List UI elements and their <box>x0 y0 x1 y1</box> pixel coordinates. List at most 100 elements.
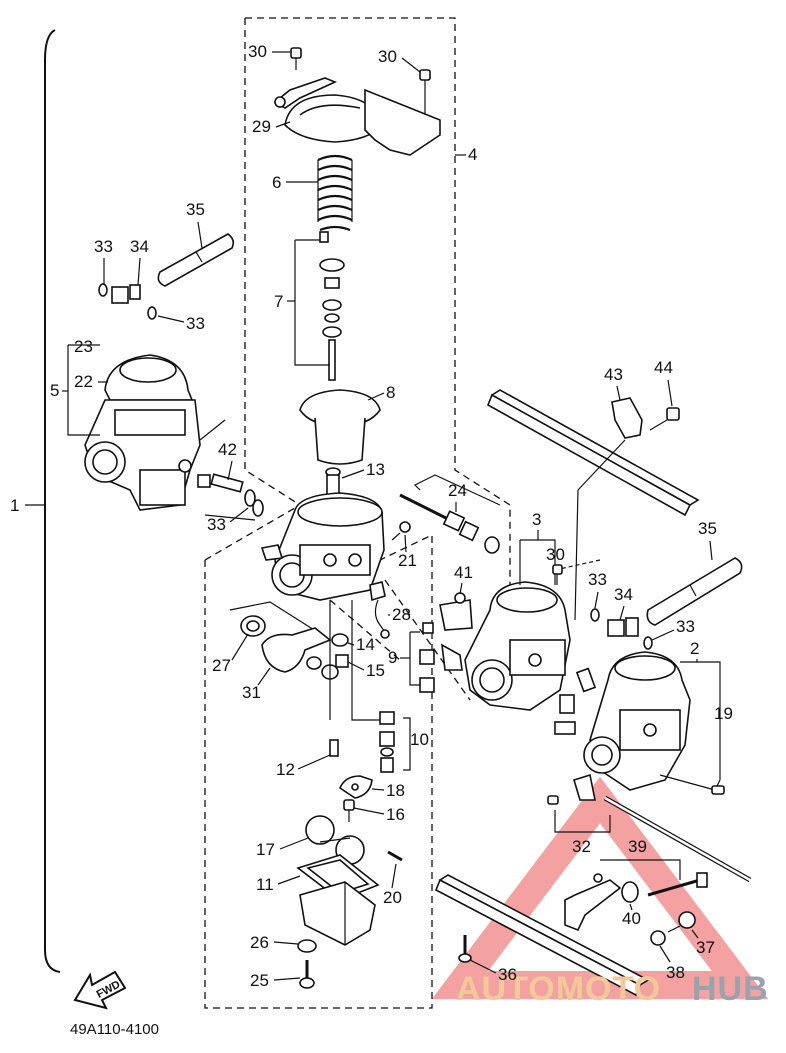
jets-10 <box>379 711 395 773</box>
float-bowl <box>299 881 376 946</box>
stay-bar-bottom <box>434 874 650 997</box>
callout-17: 17 <box>256 840 275 859</box>
callout-8: 8 <box>386 383 395 402</box>
stay-bar-top <box>486 389 700 517</box>
callout-26: 26 <box>250 933 269 952</box>
dashed-outline-lower <box>204 504 433 1009</box>
callout-16: 16 <box>386 805 405 824</box>
carburetor-right-2 <box>583 651 691 791</box>
callout-41: 41 <box>454 563 473 582</box>
main-carburetor-body <box>260 492 385 601</box>
callout-13: 13 <box>366 460 385 479</box>
callout-18: 18 <box>386 781 405 800</box>
callout-11: 11 <box>256 875 274 894</box>
float-needle-14 <box>331 633 349 647</box>
callout-30a: 30 <box>248 42 267 61</box>
clamp-43 <box>611 397 643 439</box>
callout-12: 12 <box>276 760 295 779</box>
screw-16 <box>343 799 355 822</box>
callout-30b: 30 <box>378 47 397 66</box>
lever-31 <box>261 627 332 673</box>
link-39-40 <box>564 872 708 932</box>
jet-needle-set-7 <box>319 231 345 381</box>
joint-34-left <box>98 283 157 320</box>
screw-30-center <box>552 564 563 585</box>
callout-40: 40 <box>622 909 641 928</box>
screw-30-top-left <box>290 47 302 70</box>
watermark-part1: AUTOMOTO <box>456 970 661 1008</box>
cable-bracket-right <box>364 69 441 156</box>
callout-38: 38 <box>666 963 685 982</box>
plate-18 <box>339 775 373 799</box>
pilot-screw-24 <box>399 493 500 554</box>
screw-36 <box>458 935 472 963</box>
callout-5: 5 <box>50 381 59 400</box>
link-27 <box>229 601 331 641</box>
callout-21: 21 <box>398 551 417 570</box>
dashed-outline-4 <box>244 17 511 590</box>
callout-2: 2 <box>690 639 699 658</box>
callout-33b: 33 <box>186 314 205 333</box>
callout-6: 6 <box>272 173 281 192</box>
screw-21 <box>391 521 411 541</box>
joint-34-right <box>590 608 653 650</box>
callout-30c: 30 <box>546 545 565 564</box>
hose-35-left <box>157 233 235 287</box>
callout-39: 39 <box>628 837 647 856</box>
callout-1: 1 <box>10 496 19 515</box>
callout-34a: 34 <box>130 237 149 256</box>
callout-20: 20 <box>383 888 402 907</box>
callout-19: 19 <box>714 704 733 723</box>
callout-28: 28 <box>392 605 411 624</box>
nut-38 <box>650 930 666 946</box>
fwd-arrow: FWD <box>73 970 127 1010</box>
callout-35a: 35 <box>186 200 205 219</box>
callout-24: 24 <box>448 481 467 500</box>
callout-43: 43 <box>604 365 623 384</box>
callout-10: 10 <box>410 730 429 749</box>
callout-27: 27 <box>212 656 231 675</box>
callout-35b: 35 <box>698 519 717 538</box>
callout-34b: 34 <box>614 585 633 604</box>
watermark-part2: HUB <box>692 970 769 1008</box>
callouts: 30 30 29 4 6 35 33 34 33 7 23 5 22 8 43 … <box>10 42 733 990</box>
screw-19 <box>711 785 725 795</box>
fuel-joint-42 <box>197 473 244 493</box>
diagram-code: 49A110-4100 <box>70 1021 159 1038</box>
bracket-32 <box>547 773 596 805</box>
callout-22: 22 <box>74 372 93 391</box>
rod-long <box>603 795 752 883</box>
bolt-37 <box>667 911 696 933</box>
callout-7: 7 <box>274 292 283 311</box>
spring-6 <box>317 154 353 232</box>
pin-20 <box>387 850 403 862</box>
callout-32: 32 <box>572 837 591 856</box>
assembly-bracket-1 <box>44 29 61 973</box>
fitting-41 <box>439 592 473 631</box>
carburetor-left-5 <box>84 354 201 511</box>
screw-12 <box>329 739 339 757</box>
callout-37: 37 <box>696 938 715 957</box>
nut-26 <box>297 939 317 953</box>
callout-14: 14 <box>356 635 375 654</box>
callout-33a: 33 <box>94 237 113 256</box>
lead-28 <box>369 581 390 639</box>
hose-35-right <box>646 557 743 626</box>
callout-33e: 33 <box>676 617 695 636</box>
callout-36: 36 <box>498 965 517 984</box>
jet-15 <box>306 654 349 680</box>
callout-23: 23 <box>74 337 93 356</box>
jets-9 <box>419 622 463 693</box>
callout-44: 44 <box>654 358 673 377</box>
callout-33d: 33 <box>588 570 607 589</box>
carburetor-center-3 <box>464 581 571 711</box>
callout-42: 42 <box>218 440 237 459</box>
callout-3: 3 <box>532 510 541 529</box>
callout-15: 15 <box>366 661 385 680</box>
bolt-44 <box>649 407 680 431</box>
watermark-triangle <box>431 776 769 999</box>
screw-25 <box>299 960 315 989</box>
callout-25: 25 <box>250 971 269 990</box>
vacuum-piston-8 <box>299 389 381 465</box>
callout-31: 31 <box>242 683 261 702</box>
